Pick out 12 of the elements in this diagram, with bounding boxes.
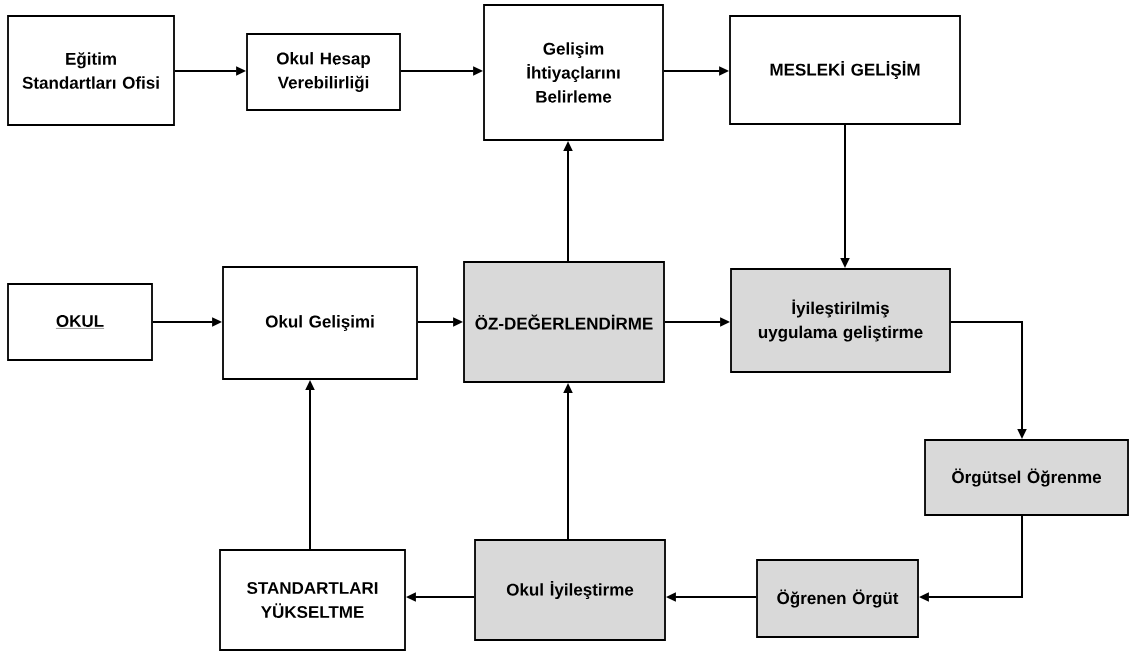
process-box: Eğitim Standartları Ofisi [7,15,175,126]
highlighted-box: ÖZ-DEĞERLENDİRME [463,261,665,383]
process-box: Okul Hesap Verebilirliği [246,33,401,111]
process-box: Gelişim İhtiyaçlarını Belirleme [483,4,664,141]
process-box: OKUL [7,283,153,361]
process-box: STANDARTLARI YÜKSELTME [219,549,406,651]
highlighted-box: İyileştirilmiş uygulama geliştirme [730,268,951,373]
highlighted-box: Öğrenen Örgüt [756,559,919,638]
process-box: MESLEKİ GELİŞİM [729,15,961,125]
process-box: Okul Gelişimi [222,266,418,380]
highlighted-box: Örgütsel Öğrenme [924,439,1129,516]
highlighted-box: Okul İyileştirme [474,539,666,641]
